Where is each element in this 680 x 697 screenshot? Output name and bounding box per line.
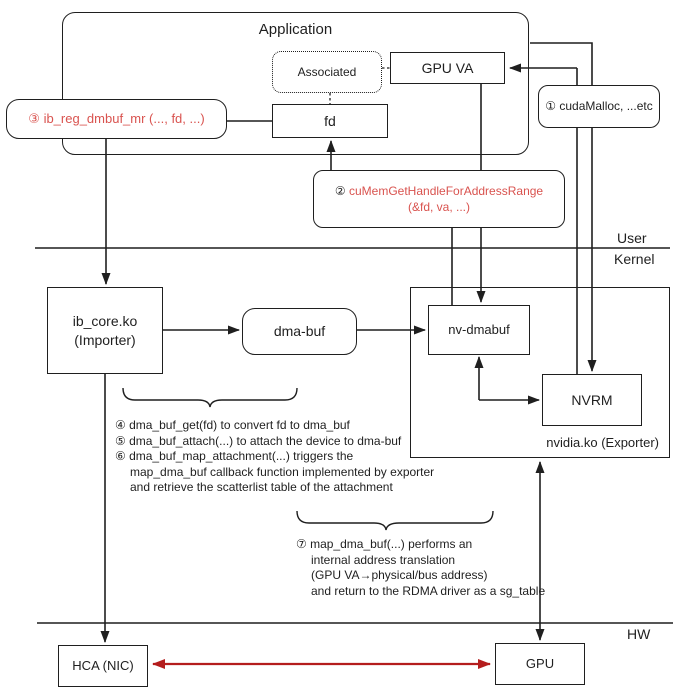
brace-notes-7 [296, 510, 494, 531]
note-step7-cont2: (GPU VA→physical/bus address) [311, 568, 488, 583]
associated-box: Associated [272, 51, 382, 93]
gpu-va-box: GPU VA [390, 52, 505, 84]
note-step6-cont2: and retrieve the scatterlist table of th… [130, 480, 393, 495]
ib-core-role: (Importer) [74, 331, 136, 348]
kernel-space-label: Kernel [614, 251, 655, 267]
step2-function-name: cuMemGetHandleForAddressRange [349, 183, 544, 198]
ib-core-name: ib_core.ko [72, 312, 138, 329]
step2-cumemgethandle-box: ② cuMemGetHandleForAddressRange (&fd, va… [313, 170, 565, 228]
hca-nic-label: HCA (NIC) [72, 658, 134, 674]
note-step5: ⑤ dma_buf_attach(...) to attach the devi… [115, 433, 402, 448]
notes-steps-456: ④ dma_buf_get(fd) to convert fd to dma_b… [115, 418, 434, 496]
application-box: Application [62, 12, 529, 155]
nv-dmabuf-label: nv-dmabuf [448, 322, 510, 338]
dma-buf-label: dma-buf [273, 323, 326, 340]
step3-ib-reg-dmbuf-mr-box: ③ ib_reg_dmbuf_mr (..., fd, ...) [6, 99, 227, 139]
ib-core-box: ib_core.ko (Importer) [47, 287, 163, 374]
note-step4: ④ dma_buf_get(fd) to convert fd to dma_b… [115, 418, 350, 432]
note-step6-cont1: map_dma_buf callback function implemente… [130, 464, 435, 479]
dma-buf-box: dma-buf [242, 308, 357, 355]
step2-number: ② [334, 183, 346, 198]
gpu-label: GPU [525, 656, 555, 672]
arrow-application-to-nvrm [530, 42, 597, 372]
nvidia-ko-label: nvidia.ko (Exporter) [546, 435, 659, 451]
gpu-va-label: GPU VA [421, 59, 474, 76]
nvrm-label: NVRM [571, 391, 613, 408]
fd-label: fd [324, 112, 336, 129]
user-space-label: User [617, 230, 647, 246]
nvidia-ko-box: nvidia.ko (Exporter) [410, 287, 670, 458]
fd-box: fd [272, 104, 388, 138]
hca-nic-box: HCA (NIC) [58, 645, 148, 687]
notes-step-7: ⑦ map_dma_buf(...) performs an internal … [296, 537, 545, 599]
step1-label: ① cudaMalloc, ...etc [545, 99, 653, 114]
application-title: Application [258, 21, 333, 38]
note-step6: ⑥ dma_buf_map_attachment(...) triggers t… [115, 449, 354, 464]
associated-label: Associated [297, 64, 357, 79]
gpu-box: GPU [495, 643, 585, 685]
nv-dmabuf-box: nv-dmabuf [428, 305, 530, 355]
brace-notes-456 [122, 387, 298, 408]
step3-label: ③ ib_reg_dmbuf_mr (..., fd, ...) [28, 111, 205, 127]
note-step7-cont3: and return to the RDMA driver as a sg_ta… [311, 583, 546, 598]
nvrm-box: NVRM [542, 374, 642, 426]
step1-cudamalloc-box: ① cudaMalloc, ...etc [538, 85, 660, 128]
note-step7: ⑦ map_dma_buf(...) performs an [296, 537, 473, 551]
hw-layer-label: HW [627, 626, 651, 642]
step2-args: (&fd, va, ...) [407, 200, 470, 214]
note-step7-cont1: internal address translation [311, 552, 456, 567]
